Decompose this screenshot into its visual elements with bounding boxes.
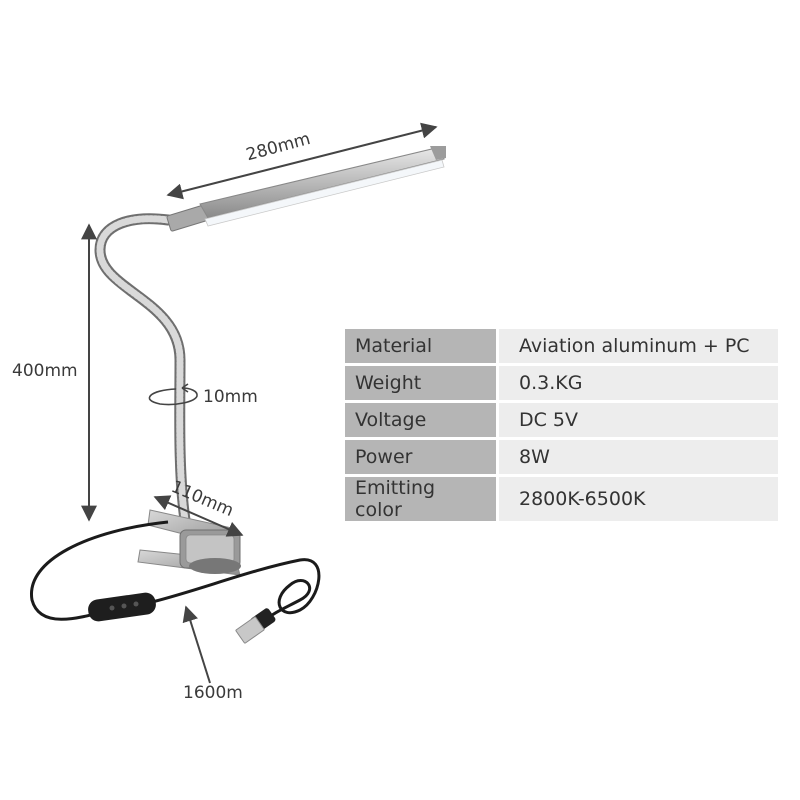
spec-label: Power: [345, 440, 499, 474]
spec-row: Material Aviation aluminum + PC: [345, 329, 778, 363]
spec-value: 2800K-6500K: [499, 477, 778, 521]
usb-cable: [30, 520, 321, 644]
spec-label: Weight: [345, 366, 499, 400]
spec-label: Emitting color: [345, 477, 499, 521]
spec-value: DC 5V: [499, 403, 778, 437]
clip-arrow: [153, 495, 244, 537]
spec-row: Emitting color 2800K-6500K: [345, 477, 778, 521]
spec-table: Material Aviation aluminum + PC Weight 0…: [345, 326, 778, 524]
cable-arrow: [182, 605, 211, 684]
diameter-arrow: [148, 387, 198, 406]
spec-row: Voltage DC 5V: [345, 403, 778, 437]
cable-label: 1600m: [183, 683, 243, 703]
dimension-arrows: [81, 122, 438, 684]
spec-value: Aviation aluminum + PC: [499, 329, 778, 363]
height-label: 400mm: [12, 361, 78, 381]
lamp-head: [166, 146, 446, 232]
spec-value: 0.3.KG: [499, 366, 778, 400]
diameter-label: 10mm: [203, 387, 258, 407]
spec-value: 8W: [499, 440, 778, 474]
gooseneck: [94, 213, 191, 526]
spec-label: Material: [345, 329, 499, 363]
length-arrow: [166, 122, 438, 200]
spec-row: Weight 0.3.KG: [345, 366, 778, 400]
spec-label: Voltage: [345, 403, 499, 437]
spec-row: Power 8W: [345, 440, 778, 474]
